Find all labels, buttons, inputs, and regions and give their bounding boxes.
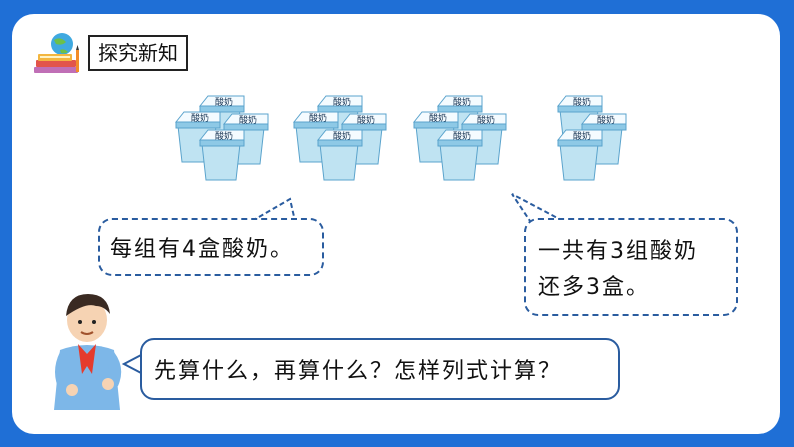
yogurt-label: 酸奶 [597,114,615,126]
yogurt-cup [198,129,245,181]
yogurt-label: 酸奶 [333,130,351,142]
bubble-tail-question [122,353,144,375]
yogurt-label: 酸奶 [573,130,591,142]
speech-bubble-group-size: 每组有4盒酸奶。 [98,218,324,276]
yogurt-illustration: 酸奶酸奶酸奶酸奶酸奶酸奶酸奶酸奶酸奶酸奶酸奶酸奶酸奶酸奶酸奶 [170,90,630,190]
speech-bubble-total: 一共有3组酸奶 还多3盒。 [524,218,738,316]
yogurt-label: 酸奶 [215,130,233,142]
yogurt-label: 酸奶 [477,114,495,126]
yogurt-label: 酸奶 [573,96,591,108]
page-title: 探究新知 [88,35,188,71]
yogurt-label: 酸奶 [239,114,257,126]
yogurt-pack: 酸奶酸奶酸奶酸奶 [412,95,507,181]
yogurt-label: 酸奶 [309,112,327,124]
yogurt-pack: 酸奶酸奶酸奶酸奶 [292,95,387,181]
question-text: 先算什么，再算什么？怎样列式计算？ [154,359,563,384]
yogurt-label: 酸奶 [215,96,233,108]
yogurt-cup [436,129,483,181]
books-globe-icon [34,33,79,73]
speech-total-line1: 一共有3组酸奶 [538,239,698,264]
yogurt-label: 酸奶 [357,114,375,126]
yogurt-label: 酸奶 [453,130,471,142]
speech-bubble-question: 先算什么，再算什么？怎样列式计算？ [140,338,620,400]
yogurt-label: 酸奶 [191,112,209,124]
yogurt-label: 酸奶 [453,96,471,108]
boy-character [54,294,122,410]
section-header: 探究新知 [30,30,188,76]
yogurt-label: 酸奶 [333,96,351,108]
yogurt-cup [556,129,603,181]
yogurt-cup [316,129,363,181]
speech-group-size-text: 每组有4盒酸奶。 [110,237,294,262]
bubble-tail-right [511,193,564,222]
yogurt-pack: 酸奶酸奶酸奶酸奶 [174,95,269,181]
bubble-tail-left [251,197,296,222]
yogurt-label: 酸奶 [429,112,447,124]
speech-total-line2: 还多3盒。 [538,275,650,300]
